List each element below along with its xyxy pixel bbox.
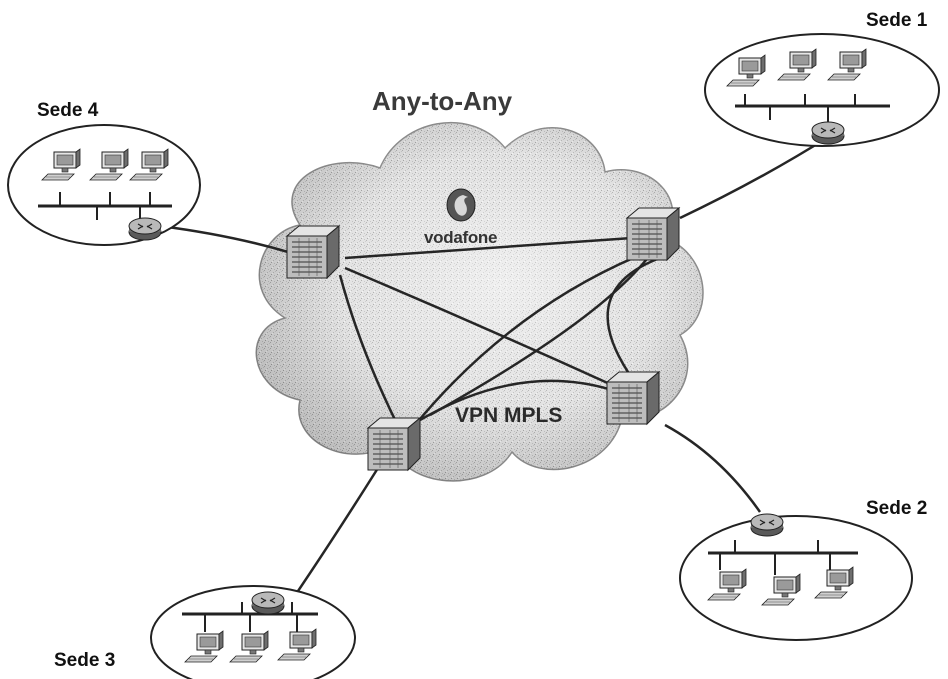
ce-router-icon (811, 121, 845, 145)
mesh-links (338, 236, 661, 431)
mpls-cloud (255, 121, 704, 482)
site-label-sede1: Sede 1 (866, 10, 928, 31)
vodafone-brand-label: vodafone (424, 228, 498, 247)
pe-router-icon (367, 417, 421, 471)
diagram-title: Any-to-Any (372, 86, 513, 116)
ce-router-icon (750, 513, 784, 537)
pe-router-icon (626, 207, 680, 261)
site-label-sede3: Sede 3 (54, 650, 116, 671)
site-sede3 (150, 585, 356, 679)
pe-router-icon (286, 225, 340, 279)
vodafone-logo (446, 188, 476, 222)
site-sede2 (679, 513, 913, 641)
site-label-sede2: Sede 2 (866, 498, 928, 519)
ce-router-icon (251, 591, 285, 615)
site-sede4 (7, 124, 201, 246)
site-label-sede4: Sede 4 (37, 100, 99, 121)
vpn-mpls-label: VPN MPLS (455, 404, 563, 427)
pe-router-icon (606, 371, 660, 425)
ce-router-icon (128, 217, 162, 241)
site-sede1 (704, 33, 940, 147)
